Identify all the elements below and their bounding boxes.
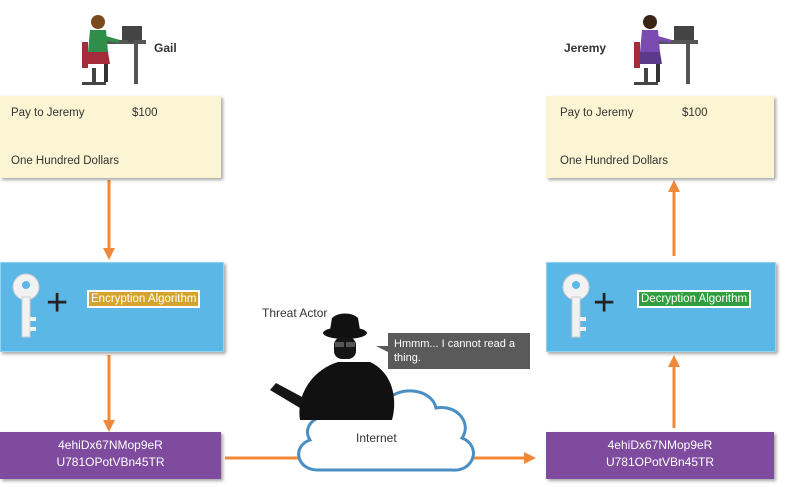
ciphertext-line: 4ehiDx67NMop9eR bbox=[58, 438, 163, 452]
key-icon bbox=[12, 273, 40, 338]
ciphertext-line: U781OPotVBn45TR bbox=[56, 455, 165, 469]
sender-name: Gail bbox=[154, 41, 177, 55]
plus-sign: + bbox=[46, 282, 69, 324]
internet-label: Internet bbox=[356, 431, 397, 445]
plus-sign: + bbox=[593, 282, 616, 324]
speech-bubble-pointer bbox=[376, 346, 388, 352]
key-icon bbox=[562, 273, 590, 338]
encryption-algorithm-label: Encryption Algorithm bbox=[87, 290, 201, 308]
threat-actor-label: Threat Actor bbox=[262, 306, 328, 320]
receiver-ciphertext-box: 4ehiDx67NMop9eR U781OPotVBn45TR bbox=[546, 432, 774, 479]
sender-plaintext-note: Pay to Jeremy $100 One Hundred Dollars bbox=[0, 96, 221, 178]
ciphertext-line: 4ehiDx67NMop9eR bbox=[607, 438, 713, 452]
threat-actor-icon bbox=[270, 313, 395, 420]
ciphertext-line: U781OPotVBn45TR bbox=[605, 455, 715, 469]
note-payee: Pay to Jeremy bbox=[560, 107, 634, 119]
person-at-desk-icon bbox=[634, 15, 698, 85]
note-amount: $100 bbox=[132, 107, 158, 119]
receiver-name: Jeremy bbox=[564, 41, 607, 55]
note-amount-words: One Hundred Dollars bbox=[560, 155, 669, 167]
decryption-box: + Decryption Algorithm bbox=[546, 262, 776, 352]
receiver-plaintext-note: Pay to Jeremy $100 One Hundred Dollars bbox=[546, 96, 774, 178]
encryption-box: + Encryption Algorithm bbox=[0, 262, 224, 352]
note-amount-words: One Hundred Dollars bbox=[11, 155, 120, 167]
person-at-desk-icon bbox=[82, 15, 146, 85]
sender-ciphertext-box: 4ehiDx67NMop9eR U781OPotVBn45TR bbox=[0, 432, 221, 479]
note-amount: $100 bbox=[682, 107, 708, 119]
threat-actor-speech-bubble: Hmmm... I cannot read a thing. bbox=[388, 333, 530, 369]
decryption-algorithm-label: Decryption Algorithm bbox=[637, 290, 752, 308]
note-payee: Pay to Jeremy bbox=[11, 107, 85, 119]
